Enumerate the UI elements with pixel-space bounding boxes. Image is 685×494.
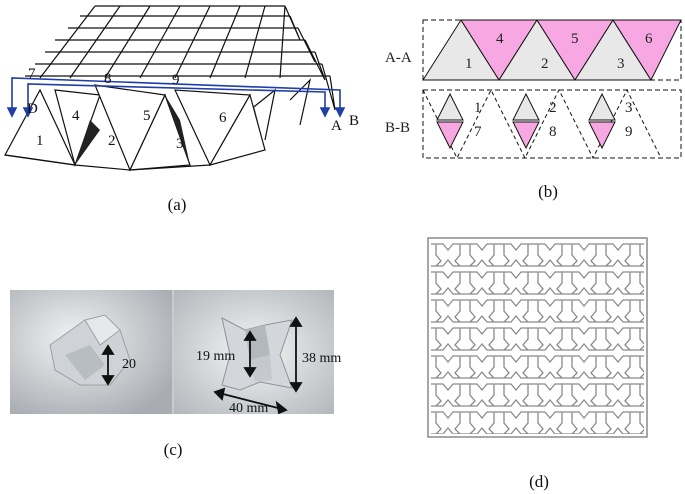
section-label-b-outside: B: [349, 113, 360, 129]
caption-b: (b): [538, 182, 558, 201]
caption-c: (c): [163, 440, 183, 459]
tile-number-5: 5: [143, 108, 151, 124]
tile-number-9: 9: [172, 72, 180, 88]
panel-d-pattern: [427, 237, 648, 438]
aa-number-4: 4: [496, 31, 504, 47]
panel-a: 1 4 2 5 3 6 7 8 9 D A B: [0, 0, 346, 180]
section-label-a: A: [331, 118, 342, 134]
tile-number-8: 8: [104, 71, 112, 87]
aa-number-1: 1: [465, 56, 473, 72]
caption-d: (d): [529, 472, 549, 491]
panel-c-photo: 20 19 mm 38 mm: [10, 290, 341, 415]
bb-number-1: 1: [474, 100, 482, 116]
bb-number-7: 7: [474, 124, 482, 140]
bb-number-8: 8: [549, 124, 557, 140]
aa-number-2: 2: [541, 56, 549, 72]
tile-number-7: 7: [28, 66, 36, 82]
panel-d: [425, 235, 650, 440]
panel-b: A-A B-B 1 4 2 5 3 6 1 7 2 8 3 9: [375, 10, 685, 160]
bb-number-9: 9: [625, 124, 633, 140]
tile-number-2: 2: [108, 133, 116, 149]
caption-a: (a): [167, 195, 187, 214]
row-bb: [422, 88, 682, 160]
tile-number-1: 1: [36, 133, 44, 149]
dim-height-inner: 19 mm: [196, 349, 235, 364]
row-bb-label: B-B: [385, 120, 410, 136]
dim-width: 40 mm: [229, 401, 269, 416]
lattice-front-teeth: [4, 84, 266, 172]
row-aa: [422, 19, 682, 82]
tile-number-6: 6: [219, 110, 227, 126]
section-lines: [6, 77, 346, 118]
section-label-d: D: [27, 101, 38, 117]
aa-number-5: 5: [571, 31, 579, 47]
panel-c: 20 19 mm 38 mm: [10, 290, 341, 415]
specimen-right: [221, 317, 293, 391]
panel-a-lattice-drawing: 1 4 2 5 3 6 7 8 9 D A B: [4, 5, 346, 172]
tile-number-4: 4: [72, 108, 80, 124]
tile-number-3: 3: [176, 136, 184, 152]
dim-height-outer: 38 mm: [302, 351, 341, 366]
bb-number-2: 2: [549, 100, 557, 116]
lattice-side-pyramids: [249, 5, 336, 141]
bb-number-3: 3: [625, 100, 633, 116]
dim-left: 20: [122, 357, 136, 372]
aa-number-3: 3: [617, 56, 625, 72]
row-aa-label: A-A: [385, 50, 412, 66]
panel-b-section-drawing: A-A B-B 1 4 2 5 3 6 1 7 2 8 3 9: [385, 19, 682, 160]
aa-number-6: 6: [645, 31, 653, 47]
lattice-grid: [25, 5, 330, 79]
specimen-left: [49, 314, 131, 386]
